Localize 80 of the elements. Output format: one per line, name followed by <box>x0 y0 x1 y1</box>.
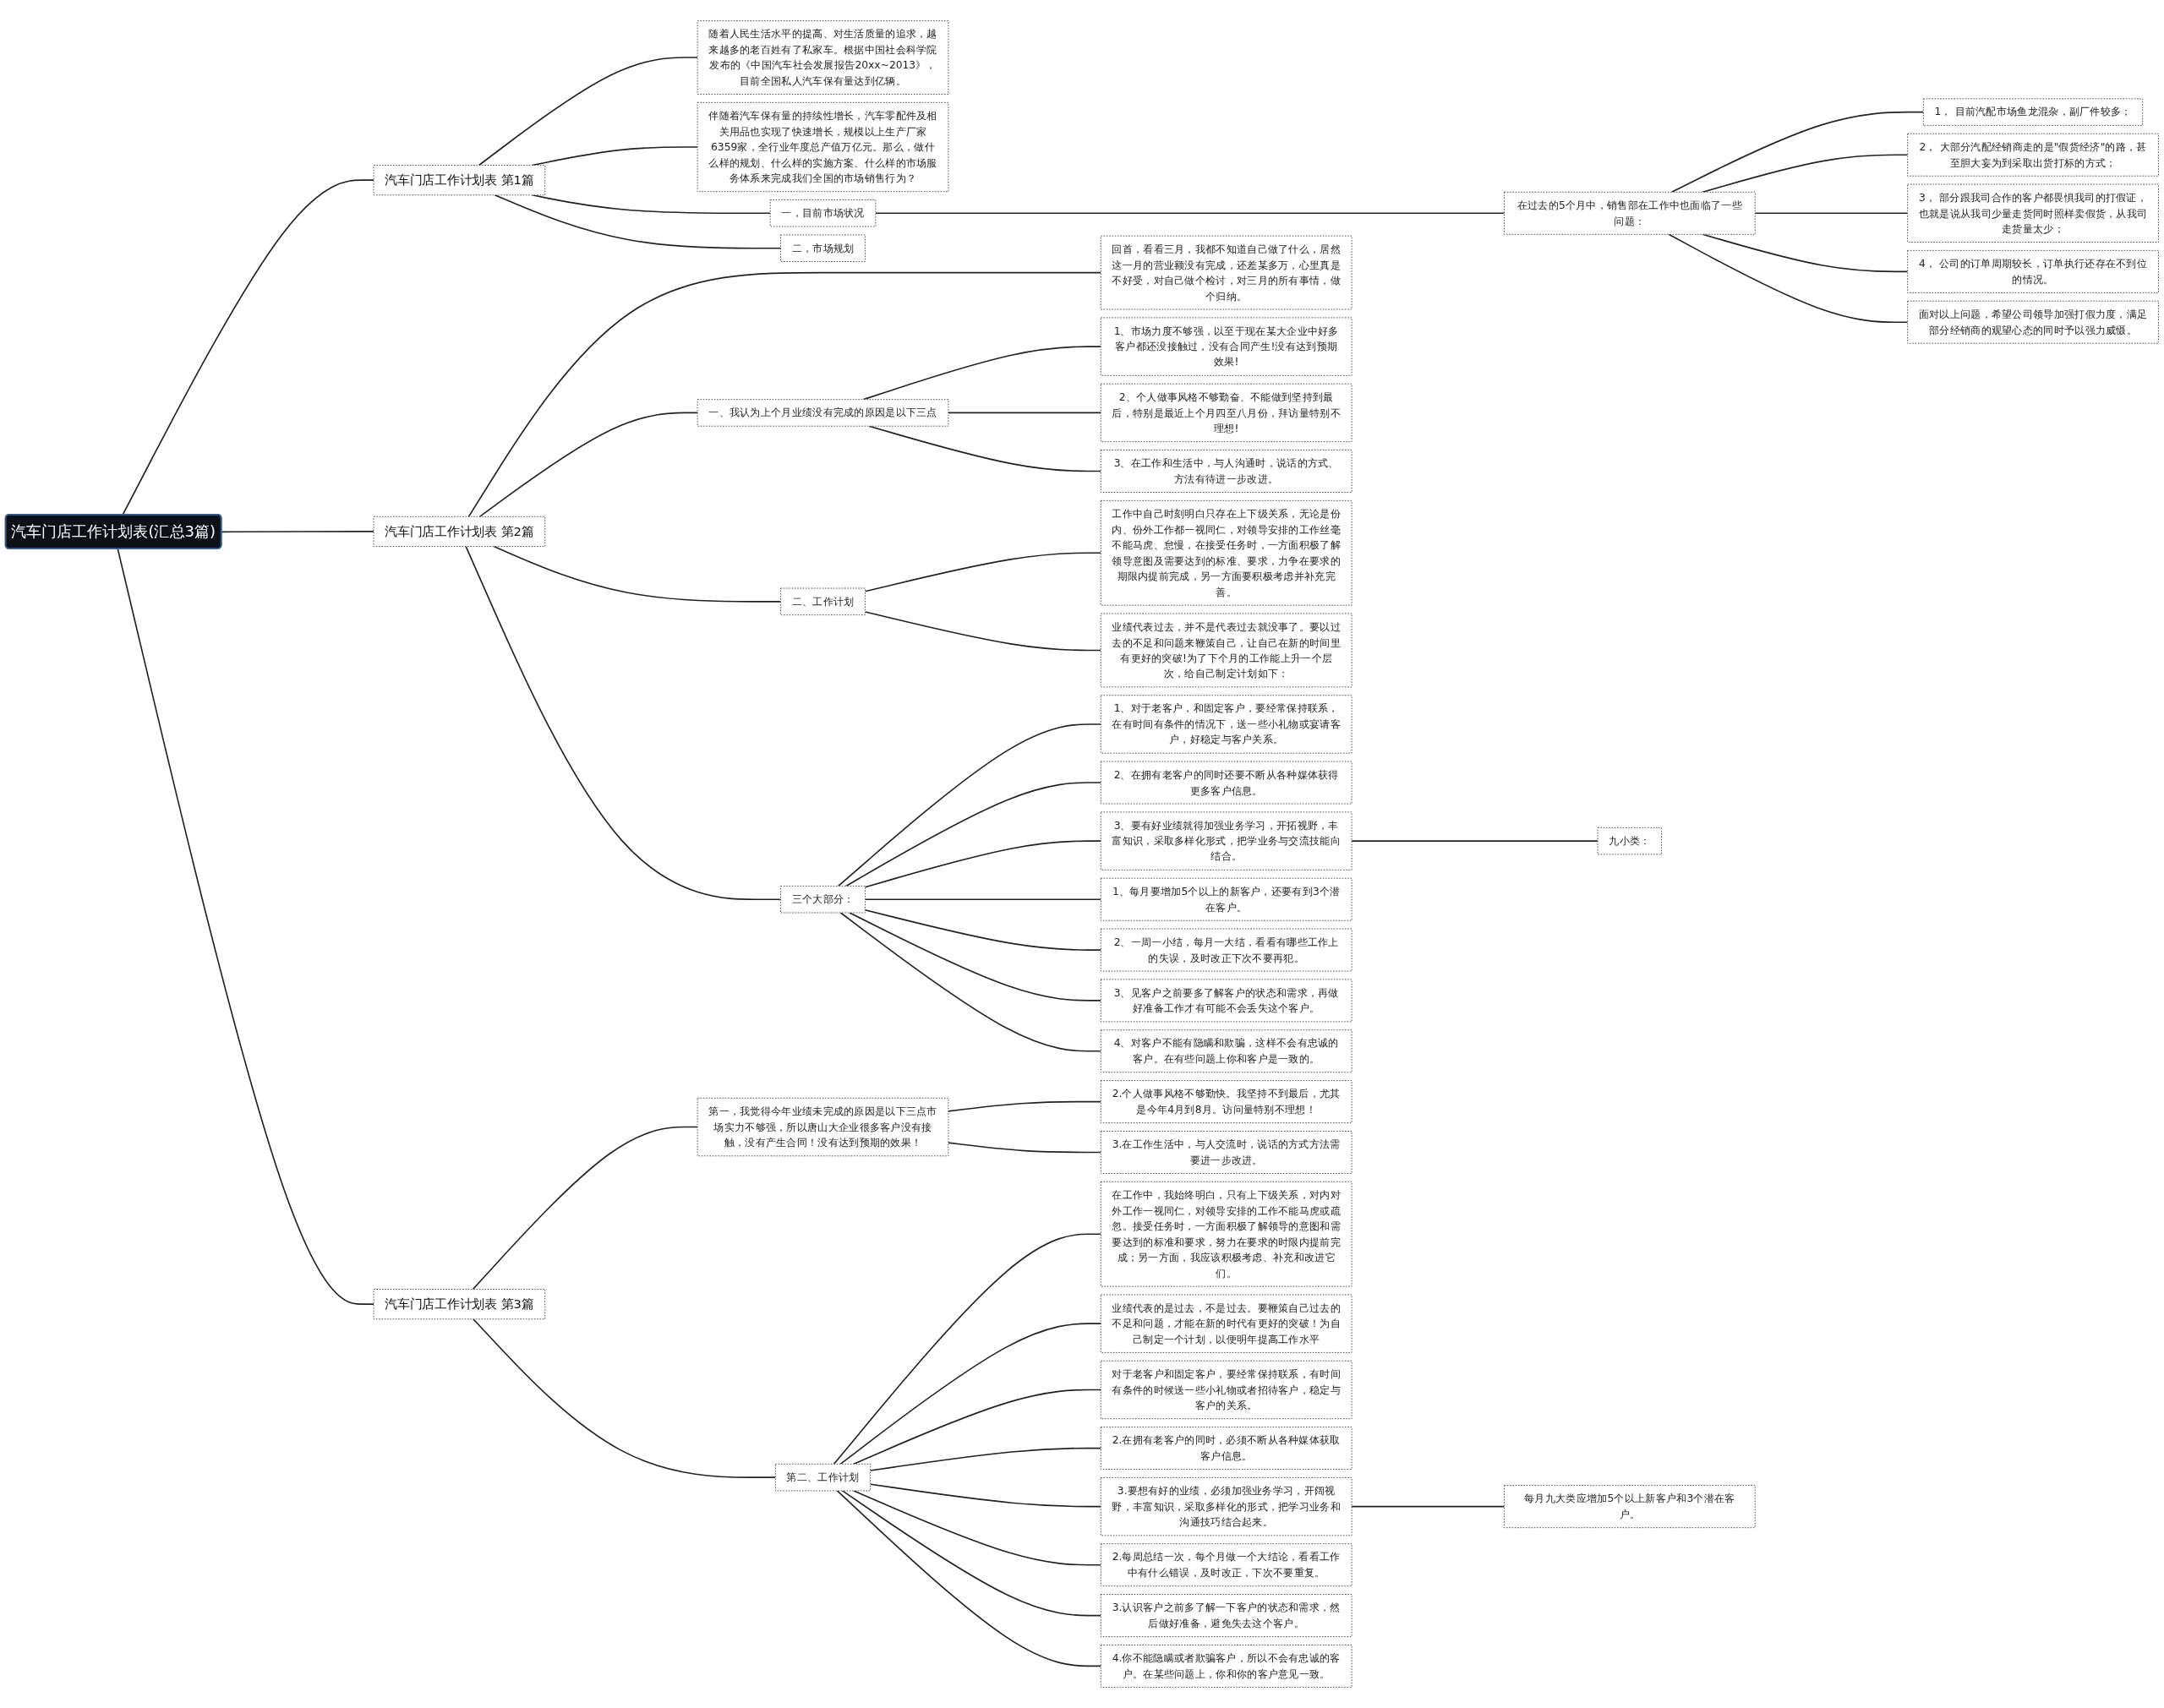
node-box: 二，市场规划 <box>780 234 866 262</box>
connector <box>493 545 782 603</box>
connector <box>839 1323 1102 1465</box>
node-box: 汽车门店工作计划表 第2篇 <box>373 516 546 547</box>
node-box: 一、我认为上个月业绩没有完成的原因是以下三点 <box>697 399 949 427</box>
node-box: 2.个人做事风格不够勤快。我坚持不到最后，尤其是今年4月到8月。访问量特别不理想！ <box>1100 1080 1352 1124</box>
node-box: 3、见客户之前要多了解客户的状态和需求，再做好准备工作才有可能不会丢失这个客户。 <box>1100 979 1352 1023</box>
node-box: 回首，看看三月，我都不知道自己做了什么，居然这一月的营业额没有完成，还差某多万，心里真是不好受，对自己做个检讨，对三月的所有事情，做个归纳。 <box>1100 235 1352 310</box>
node-box: 1、市场力度不够强，以至于现在某大企业中好多客户都还没接触过，没有合同产生!没有达到预期效果! <box>1100 317 1352 376</box>
connector <box>837 723 1102 887</box>
node-box: 面对以上问题，希望公司领导加强打假力度，满足部分经销商的观望心态的同时予以强力威慑。 <box>1907 300 2159 344</box>
connector <box>869 1483 1102 1508</box>
node-box: 对于老客户和固定客户，要经常保持联系，有时间有条件的时候送一些小礼物或者招待客户，稳定与客户的关系。 <box>1100 1360 1352 1420</box>
node-box: 一，目前市场状况 <box>769 199 877 227</box>
node-box: 2、一周一小结，每月一大结，看看有哪些工作上的失误，及时改正下次不要再犯。 <box>1100 928 1352 972</box>
connector <box>117 548 374 1305</box>
connector <box>864 909 1102 951</box>
connector <box>864 552 1102 592</box>
connector <box>864 840 1102 888</box>
connector <box>1351 1505 1506 1508</box>
connector <box>1754 212 1909 215</box>
node-box: 在过去的5个月中，销售部在工作中也面临了一些问题： <box>1504 191 1756 235</box>
node-box: 4、对客户不能有隐瞒和欺骗，这样不会有忠诚的客户。在有些问题上你和客户是一致的。 <box>1100 1029 1352 1073</box>
connector <box>948 1100 1102 1112</box>
connector <box>478 412 698 518</box>
node-box: 汽车门店工作计划表 第1篇 <box>373 165 546 196</box>
node-box: 二、工作计划 <box>780 587 866 616</box>
connector <box>221 531 374 533</box>
node-box: 三个大部分： <box>780 886 866 914</box>
node-box: 4， 公司的订单周期较长，订单执行还存在不到位的情况。 <box>1907 249 2159 293</box>
connector <box>853 1490 1102 1566</box>
connector <box>1670 111 1925 194</box>
connector <box>465 545 782 900</box>
node-box: 业绩代表的是过去，不是过去。要鞭策自己过去的不足和问题，才能在新的时代有更好的突破！为自己制定一个计划，以便明年提高工作水平 <box>1100 1294 1352 1353</box>
connector <box>473 1318 777 1478</box>
connector <box>844 782 1102 887</box>
connector <box>1351 840 1598 842</box>
connector <box>472 1126 698 1291</box>
connector <box>875 212 1506 215</box>
node-box: 第一，我觉得今年业绩未完成的原因是以下三点市场实力不够强，所以唐山大企业很多客户没有接触，没有产生合同！没有达到预期的效果！ <box>697 1097 949 1157</box>
connector <box>833 1233 1102 1465</box>
node-box: 业绩代表过去，并不是代表过去就没事了。要以过去的不足和问题来鞭策自己，让自己在新的时间里有更好的突破!为了下个月的工作能上升一个层次，给自己制定计划如下： <box>1100 613 1352 688</box>
node-box: 2、个人做事风格不够勤奋、不能做到坚持到最后，特别是最近上个月四至八月份，拜访量特别不理想! <box>1100 383 1352 443</box>
node-box: 3， 部分跟我司合作的客户都畏惧我司的打假证，也就是说从我司少量走货同时照样卖假货，从我司走货量太少； <box>1907 183 2159 243</box>
node-box: 2， 大部分汽配经销商走的是"假货经济"的路，甚至胆大妄为到采取出货打标的方式； <box>1907 133 2159 177</box>
connector <box>849 912 1102 1001</box>
node-box: 汽车门店工作计划表 第3篇 <box>373 1289 546 1320</box>
node-box: 2、在拥有老客户的同时还要不断从各种媒体获得更多客户信息。 <box>1100 761 1352 805</box>
node-box: 九小类： <box>1597 827 1662 855</box>
node-box: 1、对于老客户，和固定客户，要经常保持联系，在有时间有条件的情况下，送一些小礼物或宴请客户，好稳定与客户关系。 <box>1100 695 1352 754</box>
connector <box>864 898 1102 900</box>
node-box: 1、每月要增加5个以上的新客户，还要有到3个潜在客户。 <box>1100 877 1352 921</box>
node-box: 3、要有好业绩就得加强业务学习，开拓视野，丰富知识，采取多样化形式，把学业务与交流技能向结合。 <box>1100 811 1352 870</box>
connector <box>869 1447 1102 1471</box>
node-box: 第二、工作计划 <box>774 1463 872 1492</box>
node-box: 3、在工作和生活中，与人沟通时，说话的方式、方法有待进一步改进。 <box>1100 450 1352 493</box>
node-box: 随着人民生活水平的提高、对生活质量的追求，越来越多的老百姓有了私家车。根据中国社会科学院发布的《中国汽车社会发展报告20xx~2013》，目前全国私人汽车保有量达到亿辆。 <box>697 20 949 95</box>
connector <box>1668 233 1909 324</box>
node-box: 工作中自己时刻明白只存在上下级关系，无论是份内、份外工作都一视同仁，对领导安排的工作丝毫不能马虎、怠慢，在接受任务时，一方面积极了解领导意图及需要达到的标准、要求，力争在要求的期限内提前完成，另一方面要积极考虑并补充完善。 <box>1100 499 1352 606</box>
connector <box>1702 154 1909 194</box>
connector <box>836 1490 1102 1667</box>
node-box: 1， 目前汽配市场鱼龙混杂，副厂件较多； <box>1922 98 2144 126</box>
node-box: 2.每周总结一次，每个月做一个大结论，看看工作中有什么错误，及时改正，下次不要重复。 <box>1100 1543 1352 1587</box>
node-box: 3.认识客户之前多了解一下客户的状态和需求，然后做好准备，避免失去这个客户。 <box>1100 1594 1352 1637</box>
node-box: 在工作中，我始终明白，只有上下级关系，对内对外工作一视同仁，对领导安排的工作不能马虎或疏忽。接受任务时，一方面积极了解领导的意图和需要达到的标准和要求，努力在要求的时限内提前完成；另一方面，我应该积极考虑、补充和改进它们。 <box>1100 1181 1352 1287</box>
connector <box>839 912 1102 1052</box>
connector <box>948 1142 1102 1154</box>
node-box: 3.要想有好的业绩，必须加强业务学习，开阔视野，丰富知识，采取多样化的形式，把学习业务和沟通技巧结合起来。 <box>1100 1477 1352 1536</box>
node-box: 3.在工作生活中，与人交流时，说话的方式方法需要进一步改进。 <box>1100 1131 1352 1174</box>
connector <box>853 1389 1102 1465</box>
node-box: 伴随着汽车保有量的持续性增长，汽车零配件及相关用品也实现了快速增长，规模以上生产厂家6359家，全行业年度总产值万亿元。那么，做什么样的规划、什么样的实施方案、什么样的市场服务体系来完成我们全国的市场销售行为？ <box>697 101 949 193</box>
connector <box>841 1490 1102 1617</box>
connector <box>864 611 1102 652</box>
connector <box>494 194 782 249</box>
connector <box>478 57 698 166</box>
node-box: 4.你不能隐瞒或者欺骗客户，所以不会有忠诚的客户。在某些问题上，你和你的客户意见一致。 <box>1100 1645 1352 1688</box>
node-box: 每月九大类应增加5个以上新客户和3个潜在客户。 <box>1504 1485 1756 1529</box>
connector <box>948 412 1102 414</box>
connector <box>467 271 1102 518</box>
node-box: 2.在拥有老客户的同时，必须不断从各种媒体获取客户信息。 <box>1100 1427 1352 1470</box>
